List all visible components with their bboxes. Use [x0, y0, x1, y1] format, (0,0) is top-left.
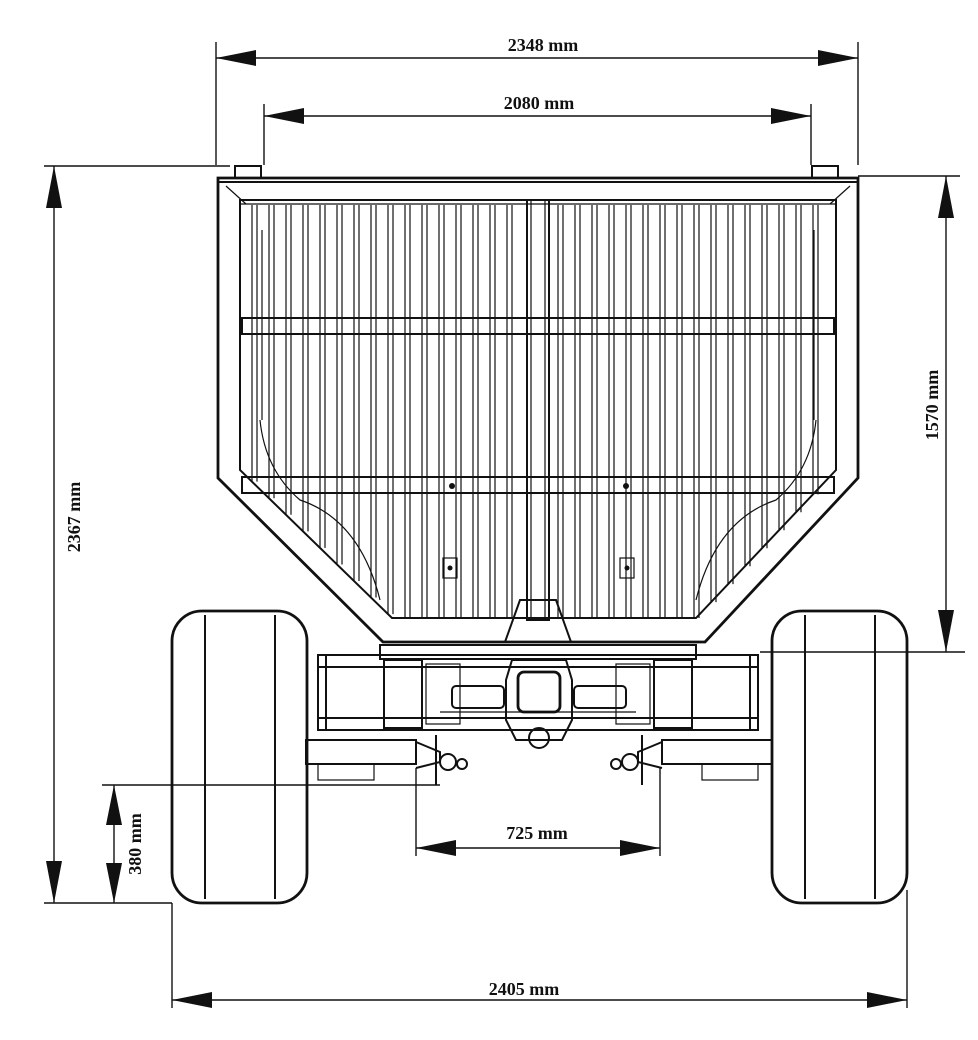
dimension-overall-top-width: [215, 42, 859, 165]
label-overall-top-width: 2348 mm: [508, 35, 579, 55]
left-wheel: [170, 609, 309, 905]
upper-cross-member: [241, 317, 835, 335]
main-beam: [379, 644, 697, 660]
label-inner-track-width: 725 mm: [506, 823, 568, 843]
lower-cross-member: [241, 476, 835, 494]
right-wheel: [770, 609, 909, 905]
hopper-inner-frame: [239, 199, 837, 619]
hopper-body: [216, 165, 860, 644]
label-inner-top-width: 2080 mm: [504, 93, 575, 113]
label-axle-clearance: 380 mm: [125, 813, 145, 875]
label-overall-height: 2367 mm: [64, 482, 84, 553]
dimension-overall-height: [44, 165, 230, 904]
label-overall-track-width: 2405 mm: [489, 979, 560, 999]
dimension-axle-clearance: [102, 784, 440, 903]
central-post: [526, 199, 550, 621]
dimension-inner-track-width: [415, 768, 661, 856]
right-top-lug: [811, 165, 839, 179]
drive-unit: [505, 659, 573, 741]
hopper-vertical-bars: [251, 205, 819, 618]
dimension-hopper-height: [760, 175, 965, 653]
dimension-overall-track-width: [171, 890, 908, 1008]
label-hopper-height: 1570 mm: [922, 370, 942, 441]
chassis: [305, 599, 773, 785]
left-top-lug: [234, 165, 262, 179]
hopper-outer-frame: [216, 176, 860, 644]
dimension-inner-top-width: [263, 104, 812, 165]
